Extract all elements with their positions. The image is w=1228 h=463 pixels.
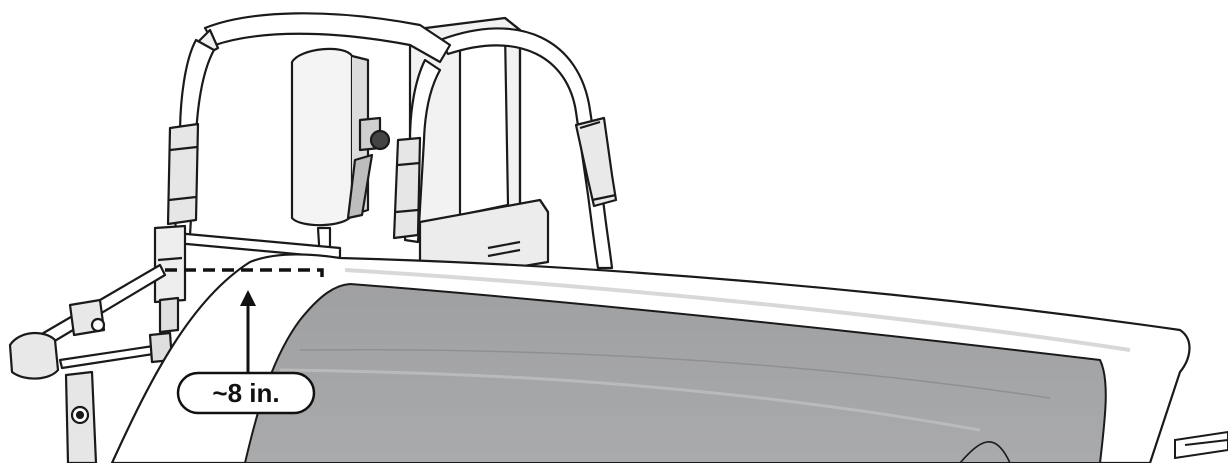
frame-side-rods [10, 265, 165, 379]
frame-rail-right [1175, 432, 1228, 458]
measurement-label: ~8 in. [212, 378, 279, 408]
measurement-callout: ~8 in. [178, 373, 314, 413]
left-handle [168, 40, 214, 235]
